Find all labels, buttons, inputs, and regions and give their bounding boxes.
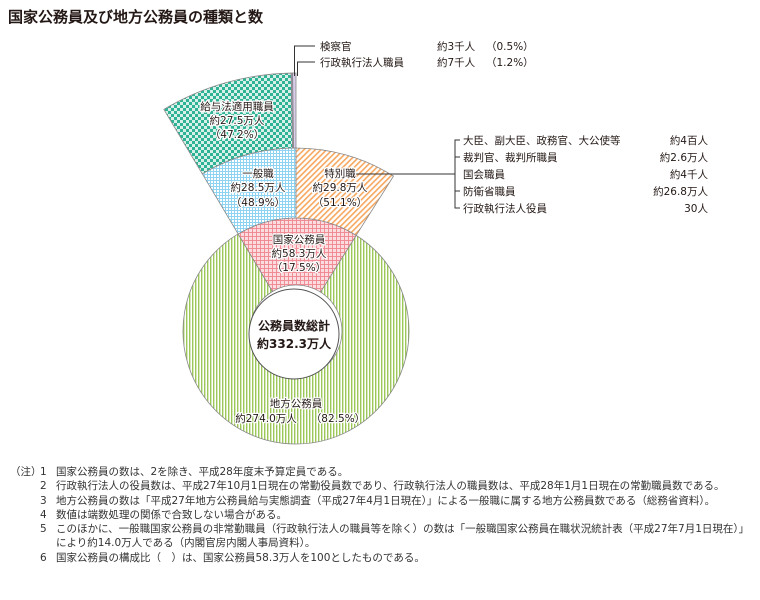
breakdown-item-name: 行政執行法人役員 bbox=[463, 202, 547, 215]
note-text: 数値は端数処理の関係で合致しない場合がある。 bbox=[56, 508, 287, 521]
label-kensatsukan-percent: （0.5%） bbox=[486, 41, 534, 53]
special-breakdown-list: 大臣、副大臣、政務官、大公使等 約4百人 裁判官、裁判所職員 約2.6万人 国会… bbox=[463, 134, 708, 215]
note-number: 2 bbox=[40, 480, 47, 493]
label-tokubetsu-value: 約29.8万人 bbox=[313, 181, 368, 194]
breakdown-item-name: 裁判官、裁判所職員 bbox=[463, 151, 558, 164]
center-total-value: 約332.3万人 bbox=[257, 336, 332, 351]
breakdown-item-value: 約4千人 bbox=[670, 168, 709, 181]
note-item: 5 このほかに、一般職国家公務員の非常勤職員（行政執行法人の職員等を除く）の数は「… bbox=[10, 522, 750, 551]
note-number: 3 bbox=[40, 494, 47, 507]
label-kensatsukan-value: 約3千人 bbox=[437, 40, 476, 53]
note-text: このほかに、一般職国家公務員の非常勤職員（行政執行法人の職員等を除く）の数は「一… bbox=[56, 523, 750, 550]
note-item: 6 国家公務員の構成比（ ）は、国家公務員58.3万人を100としたものである。 bbox=[10, 551, 750, 565]
note-item: 4 数値は端数処理の関係で合致しない場合がある。 bbox=[10, 508, 750, 522]
note-number: 1 bbox=[40, 466, 47, 478]
note-number: 4 bbox=[40, 508, 47, 521]
note-text: 国家公務員の構成比（ ）は、国家公務員58.3万人を100としたものである。 bbox=[56, 551, 425, 564]
label-kyuyoho-name: 給与法適用職員 bbox=[200, 100, 274, 113]
breakdown-item-name: 防衛省職員 bbox=[463, 185, 516, 198]
breakdown-item-name: 国会職員 bbox=[463, 168, 505, 181]
breakdown-item-name: 大臣、副大臣、政務官、大公使等 bbox=[463, 134, 621, 147]
note-text: 国家公務員の数は、2を除き、平成28年度末予算定員である。 bbox=[56, 466, 349, 478]
label-chiho-name: 地方公務員 bbox=[270, 397, 323, 410]
notes-head: （注） bbox=[10, 466, 42, 478]
label-gyosei-shokuin-percent: （1.2%） bbox=[486, 57, 534, 69]
label-kokka-value: 約58.3万人 bbox=[272, 247, 327, 260]
note-text: 行政執行法人の役員数は、平成27年10月1日現在の常勤役員数であり、行政執行法人… bbox=[56, 480, 725, 493]
note-text: 地方公務員の数は「平成27年地方公務員給与実態調査（平成27年4月1日現在）」に… bbox=[56, 494, 716, 507]
label-tokubetsu-name: 特別職 bbox=[324, 168, 356, 180]
notes: （注） 1 国家公務員の数は、2を除き、平成28年度末予算定員である。 2 行政執行… bbox=[10, 465, 750, 565]
note-number: 5 bbox=[40, 523, 47, 536]
label-kokka-name: 国家公務員 bbox=[273, 233, 326, 246]
note-item: 1 国家公務員の数は、2を除き、平成28年度末予算定員である。 bbox=[10, 465, 750, 479]
label-kokka-percent: （17.5%） bbox=[272, 262, 326, 274]
label-ippan-value: 約28.5万人 bbox=[231, 181, 286, 194]
label-gyosei-shokuin-name: 行政執行法人職員 bbox=[320, 56, 404, 69]
breakdown-item-value: 約4百人 bbox=[670, 134, 709, 147]
chart-title: 国家公務員及び地方公務員の種類と数 bbox=[8, 8, 264, 26]
center-total-label: 公務員数総計 bbox=[258, 318, 330, 333]
label-ippan-name: 一般職 bbox=[242, 167, 274, 180]
label-kensatsukan-name: 検察官 bbox=[320, 40, 352, 53]
label-tokubetsu-percent: （51.1%） bbox=[313, 197, 367, 209]
label-chiho-value: 約274.0万人 bbox=[235, 412, 297, 425]
breakdown-item-value: 約2.6万人 bbox=[660, 151, 709, 164]
connector-lines bbox=[294, 45, 460, 209]
label-kyuyoho-value: 約27.5万人 bbox=[210, 114, 265, 127]
note-item: 3 地方公務員の数は「平成27年地方公務員給与実態調査（平成27年4月1日現在）」… bbox=[10, 494, 750, 508]
label-ippan-percent: （48.9%） bbox=[231, 197, 285, 209]
breakdown-item-value: 約26.8万人 bbox=[653, 185, 708, 198]
label-gyosei-shokuin-value: 約7千人 bbox=[437, 56, 476, 69]
center-circle bbox=[248, 288, 340, 380]
slice-gyosei-shikko-shokuin bbox=[292, 72, 297, 149]
breakdown-item-value: 30人 bbox=[684, 203, 708, 215]
slice-tokubetsu-shoku bbox=[295, 147, 395, 236]
label-chiho-percent: （82.5%） bbox=[311, 413, 365, 425]
label-kyuyoho-percent: （47.2%） bbox=[210, 129, 264, 141]
note-item: 2 行政執行法人の役員数は、平成27年10月1日現在の常勤役員数であり、行政執行法… bbox=[10, 479, 750, 493]
note-number: 6 bbox=[40, 551, 47, 564]
